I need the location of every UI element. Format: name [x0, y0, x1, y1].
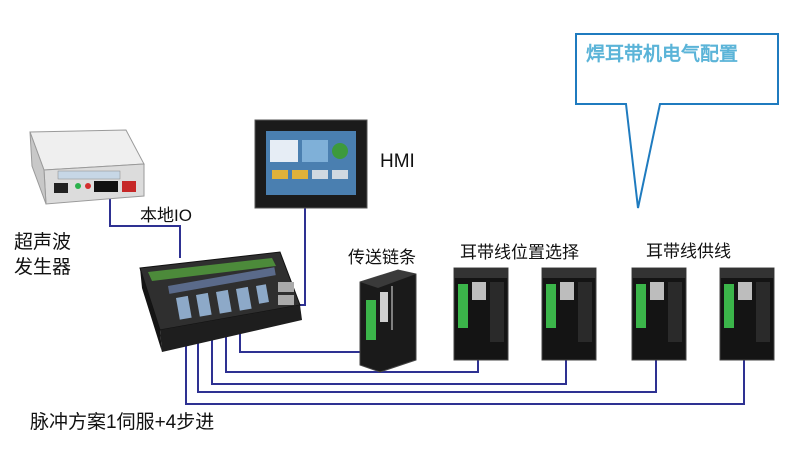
ultrasonic-generator [29, 129, 145, 205]
conveyor-label: 传送链条 [348, 248, 416, 267]
ear-band-feed-label: 耳带线供线 [646, 242, 731, 261]
wire-servo-1 [225, 322, 479, 373]
servo-driver-4 [719, 267, 775, 361]
callout-title: 焊耳带机电气配置 [586, 42, 738, 65]
wire-servo-3 [197, 322, 657, 393]
callout: 焊耳带机电气配置 [575, 33, 779, 209]
ear-band-position-label: 耳带线位置选择 [460, 243, 579, 262]
motion-controller [139, 251, 302, 352]
servo-driver-1 [453, 267, 509, 361]
hmi-label: HMI [380, 151, 415, 172]
ultrasonic-label-line1: 超声波 [14, 231, 71, 253]
servo-driver-2 [541, 267, 597, 361]
servo-driver-3 [631, 267, 687, 361]
callout-shape [575, 33, 779, 209]
local-io-label: 本地IO [140, 206, 192, 225]
wiring [109, 192, 745, 405]
conveyor-driver [359, 269, 417, 373]
hmi-device [254, 119, 368, 209]
ultrasonic-label-line2: 发生器 [14, 256, 71, 278]
wire-servo-4 [185, 322, 745, 405]
wire-servo-2 [211, 322, 567, 385]
scheme-footer: 脉冲方案1伺服+4步进 [30, 411, 214, 433]
wire-ultrasonic-to-io [109, 192, 181, 258]
